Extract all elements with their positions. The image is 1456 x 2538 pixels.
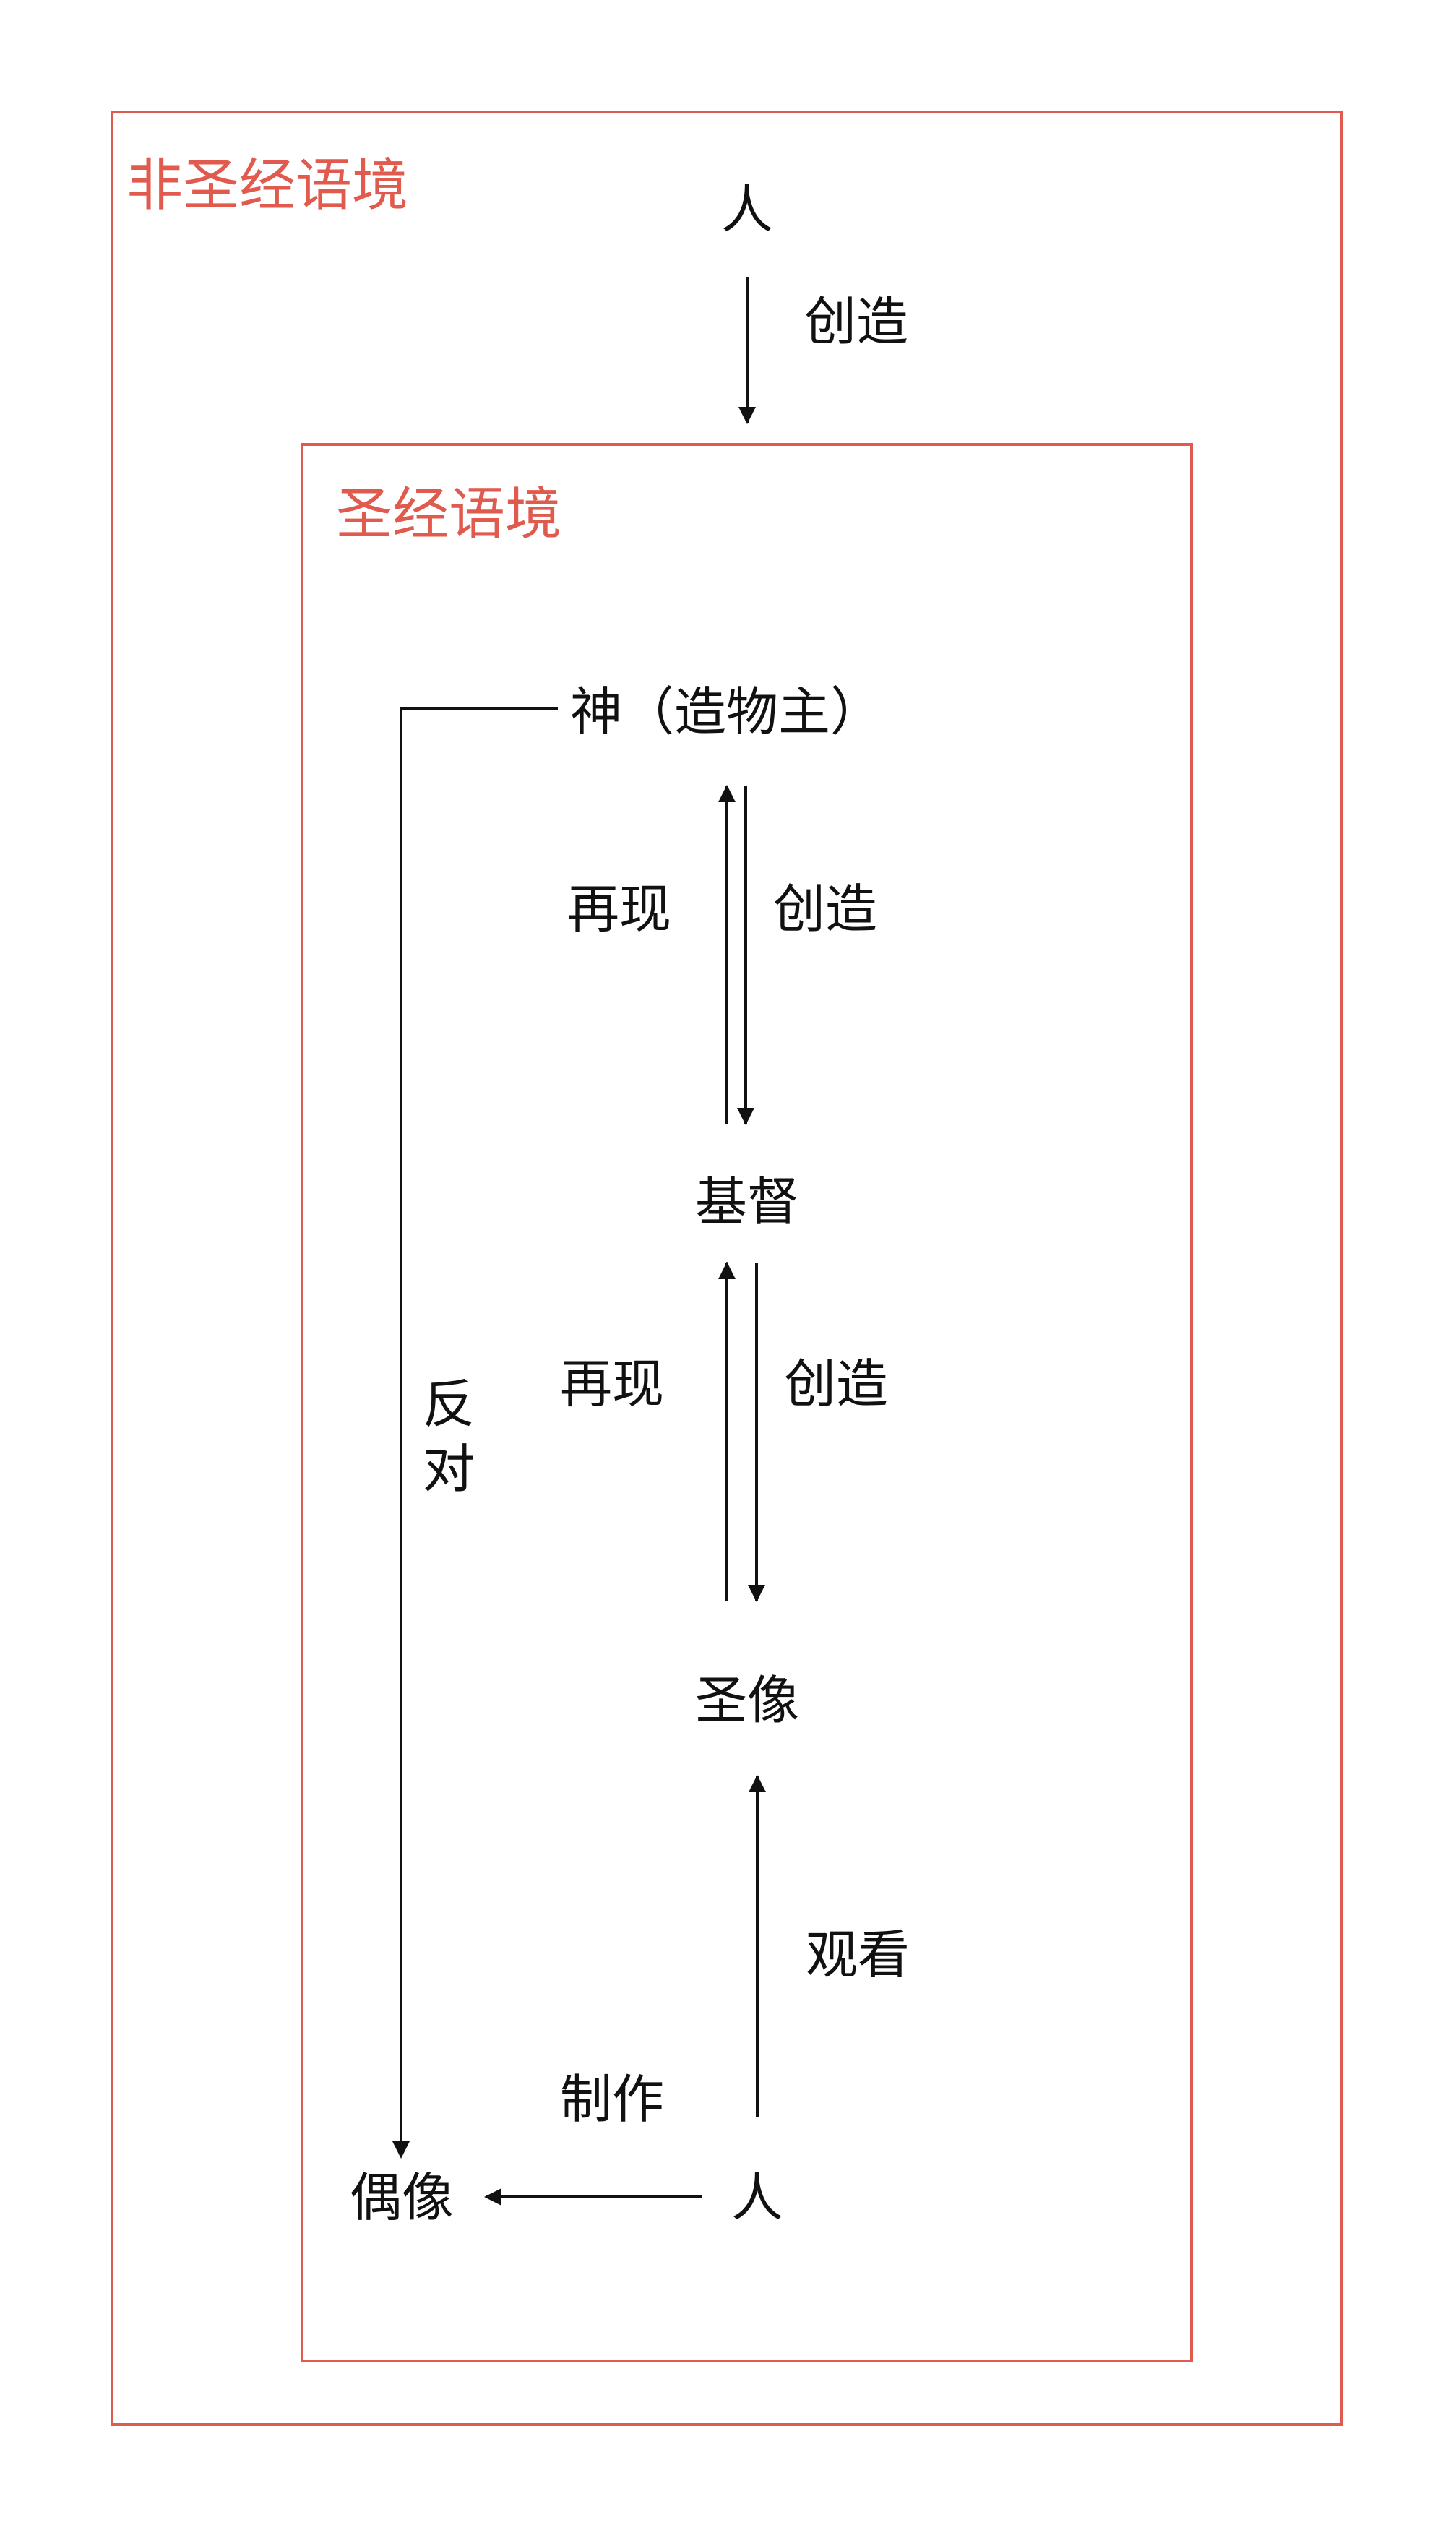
node-christ: 基督 [695,1171,799,1232]
node-person-top: 人 [721,179,773,240]
edge-label-person-creates-god: 创造 [804,291,908,352]
edge-label-icon-represents-christ: 再现 [560,1354,664,1414]
node-icon: 圣像 [695,1670,799,1731]
inner-context-label: 圣经语境 [336,482,561,547]
outer-context-frame [111,111,1343,2426]
edge-label-person-makes-idol: 制作 [560,2069,664,2130]
edge-label-person-views-icon: 观看 [806,1924,910,1985]
edge-label-christ-represents-god: 再现 [567,879,671,939]
outer-context-label: 非圣经语境 [126,153,408,218]
edge-label-god-opposes-idol-2: 对 [423,1439,475,1500]
arrow-god-opposes-idol [392,707,558,2159]
node-person-bottom: 人 [731,2167,783,2228]
edge-label-god-opposes-idol: 反 [423,1374,475,1434]
edge-label-christ-creates-icon: 创造 [784,1354,888,1414]
edge-label-god-creates-christ: 创造 [773,879,877,939]
node-idol: 偶像 [350,2167,454,2228]
node-god: 神（造物主） [570,681,882,742]
inner-context-frame [301,443,1193,2362]
